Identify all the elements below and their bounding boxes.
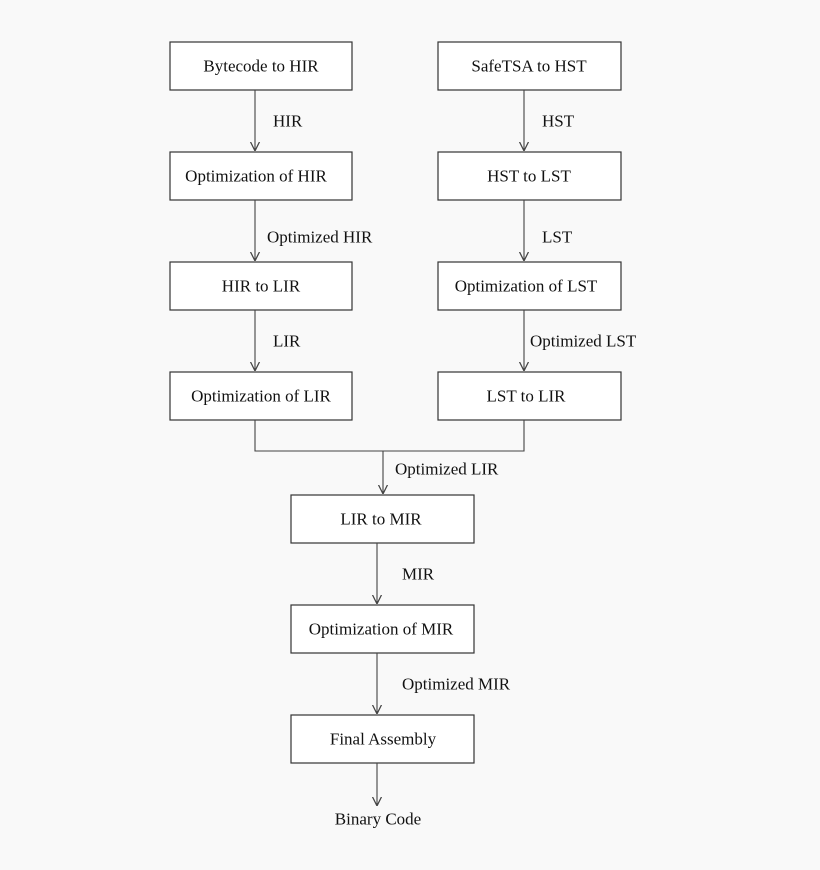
node-label: SafeTSA to HST: [471, 57, 587, 76]
node-lst-to-lir: LST to LIR: [437, 371, 622, 421]
node-hir-to-lir: HIR to LIR: [169, 261, 353, 311]
node-bytecode-to-hir: Bytecode to HIR: [169, 41, 353, 91]
node-label: LIR to MIR: [340, 510, 422, 529]
output-binary-code: Binary Code: [335, 810, 421, 829]
merge-connector: [254, 420, 525, 452]
node-label: Optimization of HIR: [185, 167, 327, 186]
node-optimization-of-lst: Optimization of LST: [437, 261, 622, 311]
node-label: Optimization of LIR: [191, 387, 331, 406]
node-hst-to-lst: HST to LST: [437, 151, 622, 201]
node-label: Final Assembly: [330, 730, 437, 749]
node-label: Optimization of MIR: [309, 620, 454, 639]
edge-label-lir: LIR: [273, 332, 301, 351]
node-safetsa-to-hst: SafeTSA to HST: [437, 41, 622, 91]
edge-label-optimized-mir: Optimized MIR: [402, 675, 511, 694]
node-label: HST to LST: [487, 167, 571, 186]
node-optimization-of-hir: Optimization of HIR: [169, 151, 353, 201]
edge-label-optimized-hir: Optimized HIR: [267, 228, 373, 247]
edge-label-hst: HST: [542, 112, 575, 131]
node-label: Optimization of LST: [455, 277, 598, 296]
node-label: Bytecode to HIR: [203, 57, 319, 76]
edge-label-optimized-lst: Optimized LST: [530, 332, 637, 351]
edge-label-hir: HIR: [273, 112, 303, 131]
node-final-assembly: Final Assembly: [290, 714, 475, 764]
node-optimization-of-mir: Optimization of MIR: [290, 604, 475, 654]
edge-label-mir: MIR: [402, 565, 435, 584]
edge-label-lst: LST: [542, 228, 573, 247]
node-label: HIR to LIR: [222, 277, 301, 296]
edge-label-optimized-lir: Optimized LIR: [395, 460, 499, 479]
node-label: LST to LIR: [486, 387, 566, 406]
node-lir-to-mir: LIR to MIR: [290, 494, 475, 544]
node-optimization-of-lir: Optimization of LIR: [169, 371, 353, 421]
